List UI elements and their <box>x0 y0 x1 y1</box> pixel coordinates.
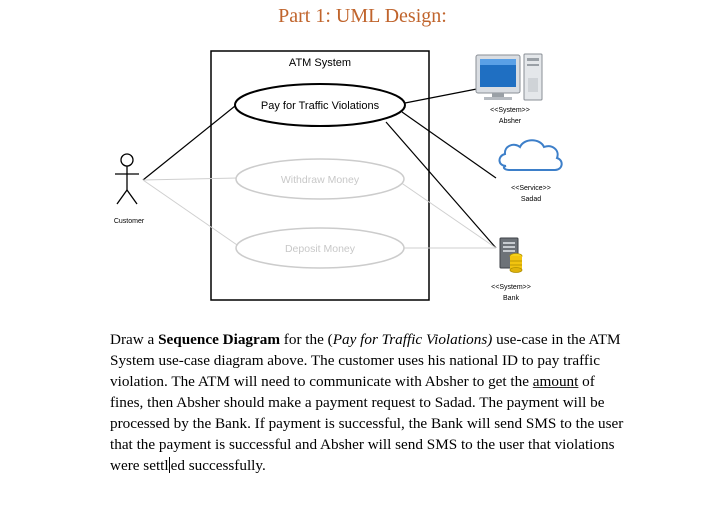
association-customer-pay <box>142 101 241 181</box>
sadad-stereotype: <<Service>> <box>511 185 551 192</box>
bank-server-icon <box>499 237 523 273</box>
use-case-deposit-label: Deposit Money <box>285 243 356 255</box>
system-boundary <box>210 50 430 301</box>
customer-actor-icon <box>115 153 139 205</box>
page-heading: Part 1: UML Design: <box>278 5 447 27</box>
use-case-pay-label: Pay for Traffic Violations <box>261 100 380 112</box>
para-emphasis-sequence-diagram: Sequence Diagram <box>158 331 280 348</box>
association-withdraw-bank <box>399 181 497 249</box>
use-case-pay <box>234 83 406 127</box>
association-customer-deposit <box>142 179 241 248</box>
absher-stereotype: <<System>> <box>490 107 530 114</box>
para-part-1: Draw a <box>110 331 159 348</box>
computer-icon <box>475 53 543 101</box>
use-case-deposit <box>235 227 405 269</box>
cloud-icon <box>498 139 563 171</box>
para-underlined-amount: amount <box>532 373 579 390</box>
association-customer-withdraw <box>142 177 239 181</box>
para-part-5: use-case in the ATM System use-case diag… <box>110 331 621 390</box>
para-part-7: of fines, then Absher should make a paym… <box>110 373 624 474</box>
use-case-diagram: ATM System Pay for Traffic Violations Wi… <box>114 50 563 302</box>
text-cursor <box>169 457 171 473</box>
system-title: ATM System <box>289 57 351 69</box>
association-pay-sadad <box>401 111 497 179</box>
bank-stereotype: <<System>> <box>491 284 531 291</box>
para-part-8: ed successfully. <box>170 457 266 474</box>
sadad-name: Sadad <box>521 196 541 203</box>
customer-label: Customer <box>114 218 145 225</box>
para-part-3: for the ( <box>280 331 333 348</box>
assignment-paragraph: Draw a Sequence Diagram for the (Pay for… <box>110 329 630 476</box>
use-case-withdraw <box>235 158 405 200</box>
bank-name: Bank <box>503 295 519 302</box>
association-pay-bank <box>385 121 497 249</box>
use-case-withdraw-label: Withdraw Money <box>281 174 360 186</box>
para-emphasis-use-case: Pay for Traffic Violations) <box>332 331 493 348</box>
absher-name: Absher <box>499 118 522 125</box>
